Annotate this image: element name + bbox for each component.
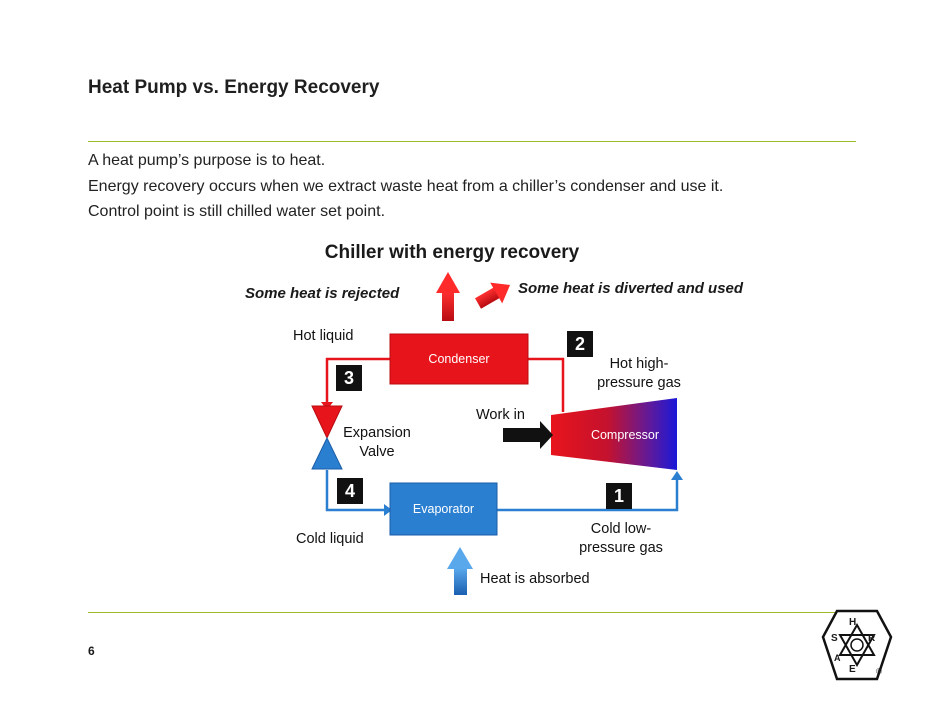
evaporator-label: Evaporator	[412, 502, 475, 516]
condenser-label: Condenser	[428, 352, 490, 366]
cold-liquid-label: Cold liquid	[296, 531, 364, 547]
condenser-box	[389, 333, 529, 385]
step-2-badge: 2	[567, 331, 593, 357]
expansion-line-1: Expansion	[343, 425, 411, 441]
logo-letter-s: S	[831, 633, 838, 644]
step-3-badge: 3	[336, 365, 362, 391]
heat-rejected-label: Some heat is rejected	[245, 285, 400, 302]
cold-gas-label: Cold low- pressure gas	[566, 520, 676, 558]
suction-line-arrowhead	[671, 471, 683, 480]
cold-gas-line-1: Cold low-	[590, 521, 652, 537]
expansion-valve-label: Expansion Valve	[330, 424, 424, 462]
heat-absorbed-arrow	[447, 547, 473, 595]
hot-refrigerant-line	[325, 357, 565, 412]
hot-gas-line-1: Hot high-	[609, 356, 669, 372]
hot-gas-label: Hot high- pressure gas	[584, 355, 694, 393]
step-4-badge: 4	[337, 478, 363, 504]
body-line-2: Energy recovery occurs when we extract w…	[88, 178, 724, 195]
cold-gas-line-2: pressure gas	[579, 540, 663, 556]
logo-registered-mark: ®	[876, 667, 882, 676]
work-in-label: Work in	[476, 407, 525, 423]
heat-rejected-arrow	[436, 272, 460, 321]
evaporator-inlet-arrowhead	[384, 504, 392, 516]
step-1-badge: 1	[606, 483, 632, 509]
bottom-divider	[88, 612, 856, 613]
diagram-title: Chiller with energy recovery	[324, 242, 580, 263]
hot-liquid-label: Hot liquid	[293, 328, 354, 344]
body-line-3: Control point is still chilled water set…	[88, 203, 386, 220]
evaporator-box	[389, 482, 498, 536]
slide-title: Heat Pump vs. Energy Recovery	[88, 77, 380, 98]
heat-diverted-arrow	[475, 282, 511, 309]
top-divider	[88, 141, 856, 142]
expansion-valve-top	[311, 405, 343, 440]
compressor-shape	[551, 398, 677, 470]
ashrae-logo	[821, 609, 893, 681]
expansion-valve-bottom	[311, 436, 343, 470]
logo-letter-h: H	[849, 617, 857, 628]
logo-letter-r: R	[868, 633, 876, 644]
page-number: 6	[88, 644, 95, 658]
cold-refrigerant-line	[325, 470, 679, 512]
compressor-label: Compressor	[590, 428, 660, 442]
hot-gas-line-2: pressure gas	[597, 375, 681, 391]
body-line-1: A heat pump’s purpose is to heat.	[88, 152, 326, 169]
expansion-line-2: Valve	[359, 444, 395, 460]
logo-letter-e: E	[849, 664, 856, 675]
heat-absorbed-label: Heat is absorbed	[480, 571, 590, 587]
logo-letter-a: A	[834, 653, 841, 663]
work-in-arrow	[503, 421, 553, 449]
heat-diverted-label: Some heat is diverted and used	[518, 280, 744, 297]
